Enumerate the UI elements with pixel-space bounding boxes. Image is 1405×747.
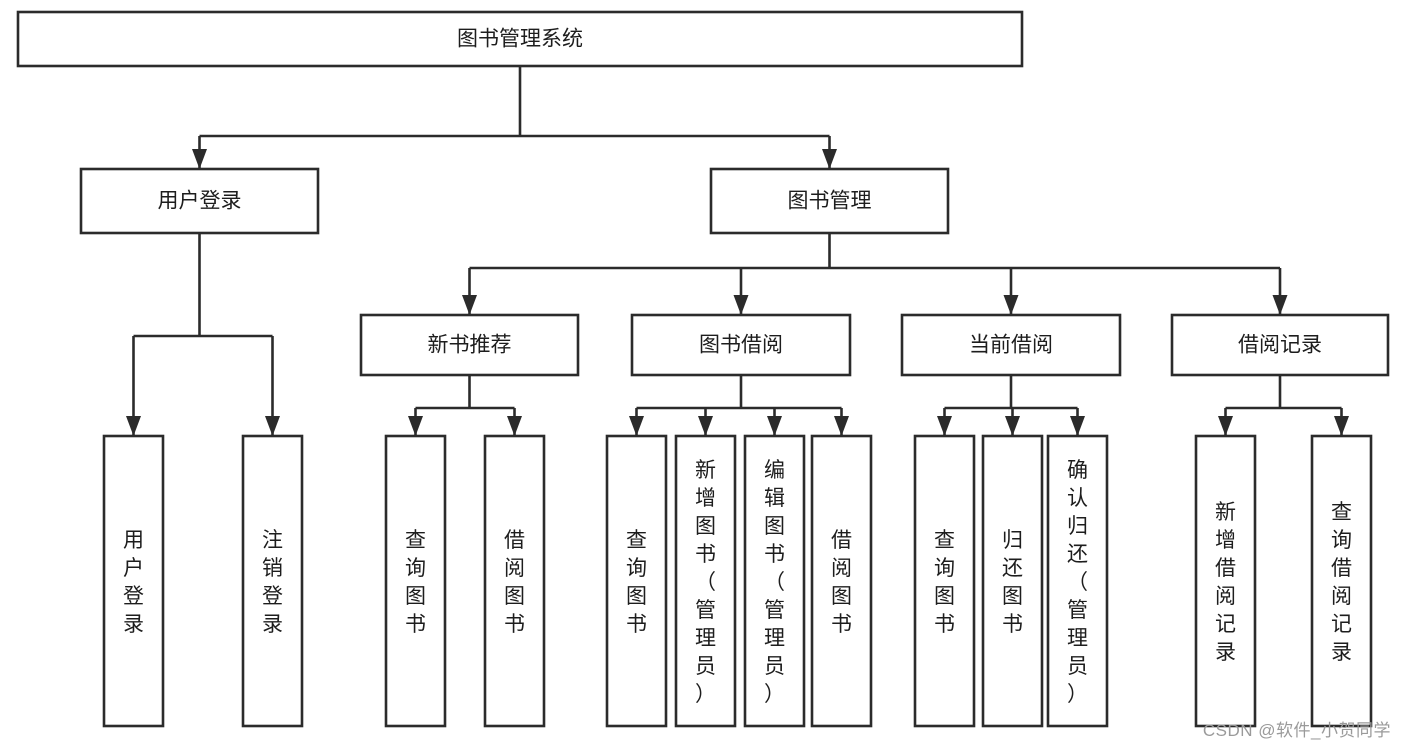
node-label: 借阅图书 <box>504 529 525 636</box>
node-label: 查询图书 <box>405 529 426 636</box>
node-box <box>1046 434 1109 728</box>
node-box <box>709 167 950 235</box>
node-box <box>1170 313 1390 377</box>
arrow-head-icon <box>767 416 782 436</box>
node-label: 新增图书（管理员） <box>695 459 716 706</box>
node-label: 图书管理 <box>788 190 872 213</box>
node-label: 确认归还（管理员） <box>1067 459 1088 706</box>
node-leaf-7-借阅图书[interactable]: 借阅图书 <box>810 434 873 728</box>
node-leaf-11-新增借阅记录[interactable]: 新增借阅记录 <box>1194 434 1257 728</box>
arrow-head-icon <box>265 416 280 436</box>
node-leaf-10-确认归还-管理员[interactable]: 确认归还（管理员） <box>1046 434 1109 728</box>
node-label: 借阅图书 <box>831 529 852 636</box>
arrow-head-icon <box>1003 295 1019 315</box>
arrow-head-icon <box>1070 416 1085 436</box>
node-leaf-5-新增图书-管理员[interactable]: 新增图书（管理员） <box>674 434 737 728</box>
arrow-head-icon <box>1005 416 1020 436</box>
node-root-0-图书管理系统[interactable]: 图书管理系统 <box>16 10 1024 68</box>
node-leaf-1-注销登录[interactable]: 注销登录 <box>241 434 304 728</box>
node-leaf-8-查询图书[interactable]: 查询图书 <box>913 434 976 728</box>
node-label: 图书管理系统 <box>457 28 583 51</box>
node-l3-0-新书推荐[interactable]: 新书推荐 <box>359 313 580 377</box>
node-box <box>743 434 806 728</box>
node-label: 查询借阅记录 <box>1331 501 1352 664</box>
node-label: 归还图书 <box>1002 529 1023 636</box>
node-label: 当前借阅 <box>969 334 1053 357</box>
arrow-head-icon <box>462 295 477 315</box>
node-box <box>1310 434 1373 728</box>
node-box <box>810 434 873 728</box>
node-leaf-6-编辑图书-管理员[interactable]: 编辑图书（管理员） <box>743 434 806 728</box>
node-box <box>102 434 165 728</box>
arrow-head-icon <box>1334 416 1349 436</box>
node-leaf-3-借阅图书[interactable]: 借阅图书 <box>483 434 546 728</box>
arrow-head-icon <box>192 149 207 169</box>
node-leaf-9-归还图书[interactable]: 归还图书 <box>981 434 1044 728</box>
node-label: 新书推荐 <box>428 334 512 357</box>
csdn-watermark: CSDN @软件_小贺同学 <box>1202 721 1391 740</box>
connector-layer <box>126 66 1349 436</box>
node-l3-3-借阅记录[interactable]: 借阅记录 <box>1170 313 1390 377</box>
node-box <box>981 434 1044 728</box>
node-box <box>79 167 320 235</box>
node-label: 编辑图书（管理员） <box>764 459 785 706</box>
node-leaf-2-查询图书[interactable]: 查询图书 <box>384 434 447 728</box>
arrow-head-icon <box>408 416 423 436</box>
arrow-head-icon <box>698 416 713 436</box>
node-box <box>359 313 580 377</box>
arrow-head-icon <box>629 416 644 436</box>
node-box <box>483 434 546 728</box>
node-label: 用户登录 <box>158 190 242 213</box>
node-l3-2-当前借阅[interactable]: 当前借阅 <box>900 313 1122 377</box>
node-layer: 图书管理系统用户登录图书管理新书推荐图书借阅当前借阅借阅记录用户登录注销登录查询… <box>16 10 1390 728</box>
node-box <box>605 434 668 728</box>
node-box <box>384 434 447 728</box>
node-box <box>913 434 976 728</box>
node-label: 图书借阅 <box>699 334 783 357</box>
arrow-head-icon <box>126 416 141 436</box>
node-box <box>900 313 1122 377</box>
node-box <box>241 434 304 728</box>
node-leaf-4-查询图书[interactable]: 查询图书 <box>605 434 668 728</box>
arrow-head-icon <box>937 416 952 436</box>
node-l2-1-图书管理[interactable]: 图书管理 <box>709 167 950 235</box>
arrow-head-icon <box>834 416 849 436</box>
node-box <box>674 434 737 728</box>
node-label: 注销登录 <box>262 529 283 636</box>
node-l2-0-用户登录[interactable]: 用户登录 <box>79 167 320 235</box>
node-l3-1-图书借阅[interactable]: 图书借阅 <box>630 313 852 377</box>
node-box <box>1194 434 1257 728</box>
arrow-head-icon <box>822 149 837 169</box>
node-label: 查询图书 <box>934 529 955 636</box>
node-leaf-12-查询借阅记录[interactable]: 查询借阅记录 <box>1310 434 1373 728</box>
arrow-head-icon <box>733 295 749 315</box>
arrow-head-icon <box>507 416 522 436</box>
node-label: 查询图书 <box>626 529 647 636</box>
arrow-head-icon <box>1272 295 1288 315</box>
node-box <box>630 313 852 377</box>
node-box <box>16 10 1024 68</box>
node-label: 用户登录 <box>123 529 144 636</box>
node-label: 新增借阅记录 <box>1215 501 1236 664</box>
node-leaf-0-用户登录[interactable]: 用户登录 <box>102 434 165 728</box>
arrow-head-icon <box>1218 416 1233 436</box>
node-label: 借阅记录 <box>1238 334 1322 357</box>
